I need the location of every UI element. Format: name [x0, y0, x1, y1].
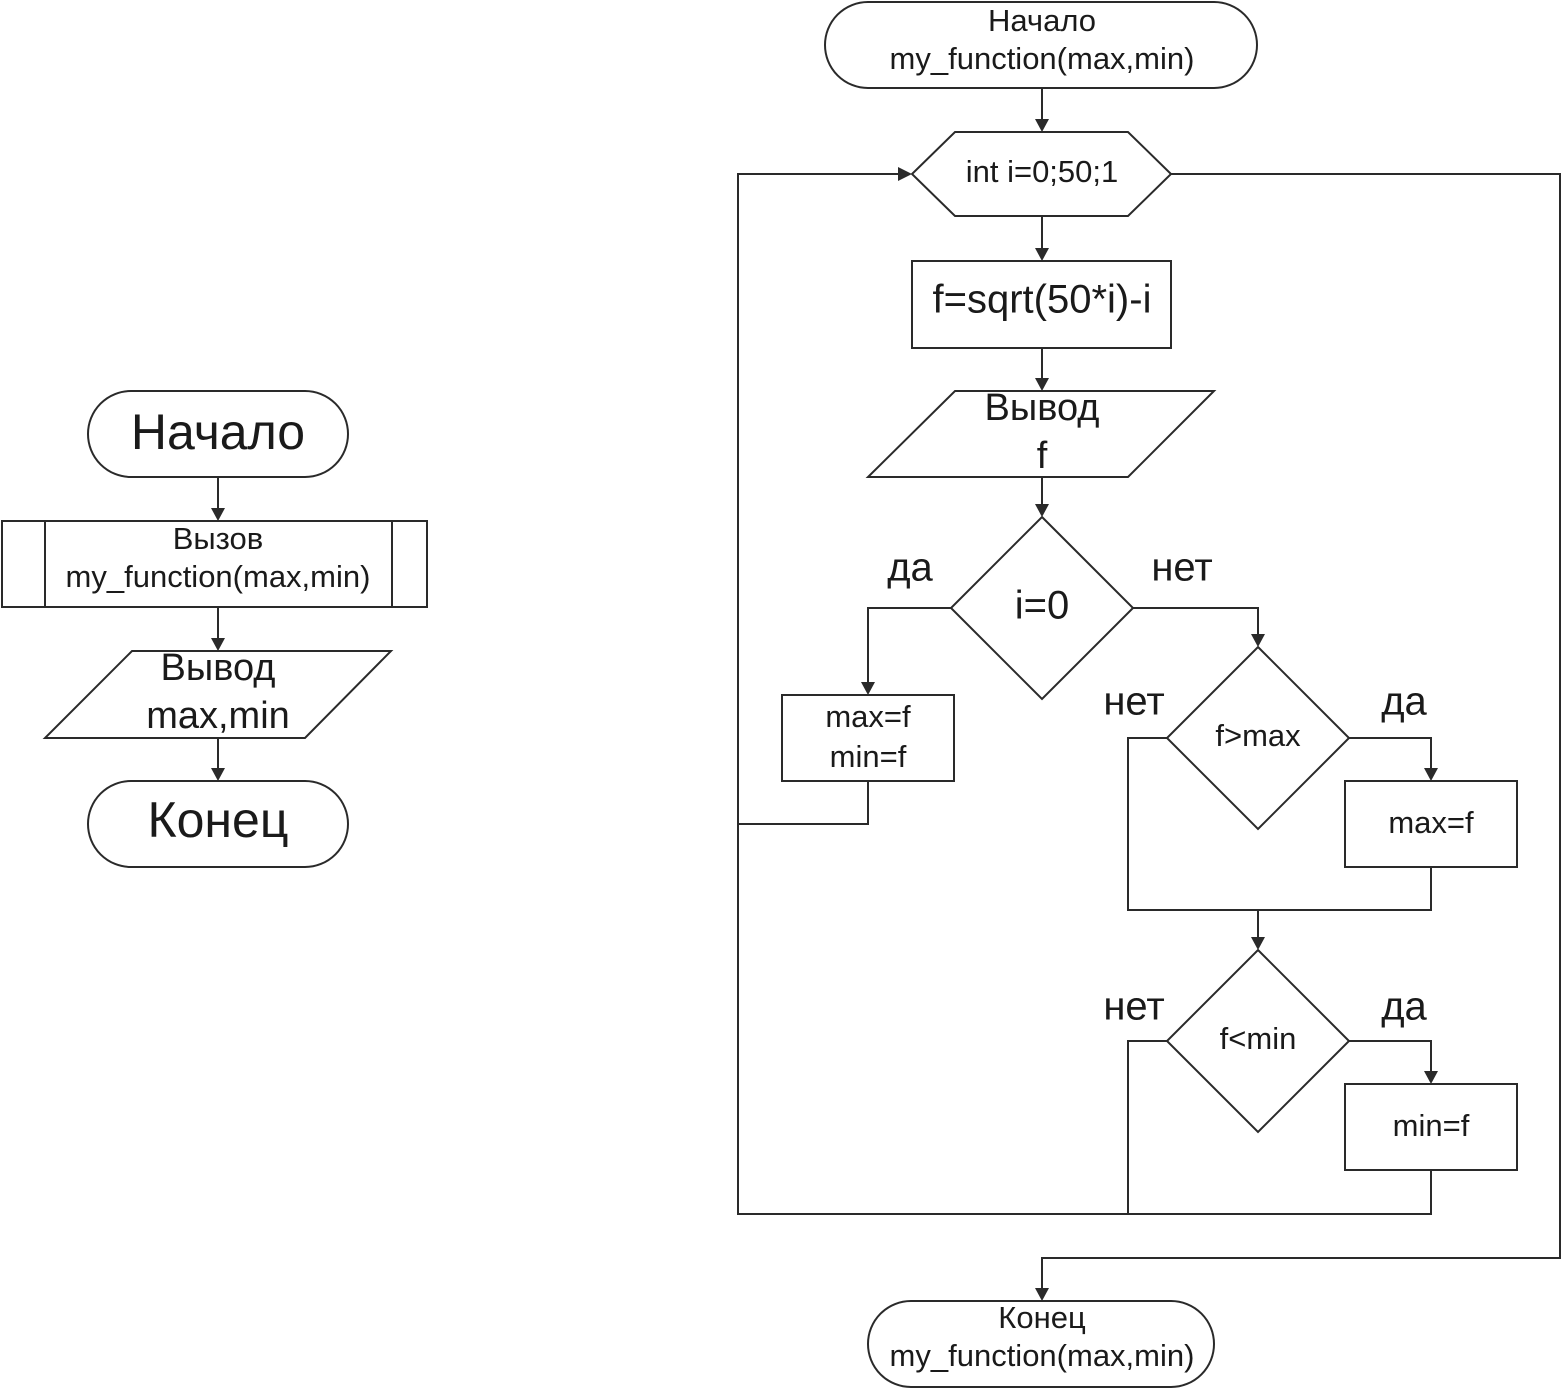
func-decision-i0-yes: да	[887, 546, 933, 590]
func-assign-max-label: max=f	[1388, 805, 1474, 840]
func-start-label-1: Начало	[988, 3, 1096, 38]
arrowhead	[1424, 1071, 1438, 1084]
func-decision-max-label: f>max	[1215, 718, 1301, 753]
func-end-terminator	[867, 1300, 1215, 1388]
func-init-label-2: min=f	[830, 739, 907, 774]
loop-back-connector	[738, 781, 869, 825]
func-end-label-1: Конец	[998, 1300, 1086, 1335]
connector	[867, 607, 951, 684]
loop-exit-connector	[1041, 173, 1561, 1290]
func-output-label-1: Вывод	[985, 387, 1100, 429]
func-compute-label: f=sqrt(50*i)-i	[933, 278, 1152, 322]
main-flow: Начало Вызов my_function(max,min) Вывод …	[1, 390, 428, 868]
connector	[1349, 737, 1432, 770]
arrowhead	[861, 682, 875, 695]
func-decision-max-yes: да	[1381, 680, 1427, 724]
main-call-label-2: my_function(max,min)	[66, 559, 371, 594]
arrowhead	[1035, 1288, 1049, 1301]
func-end-label-2: my_function(max,min)	[890, 1338, 1195, 1373]
func-output	[865, 390, 1217, 478]
func-decision-i0	[949, 515, 1135, 701]
func-decision-min-no: нет	[1103, 985, 1164, 1029]
func-decision-i0-label: i=0	[1015, 584, 1070, 628]
arrowhead	[1251, 634, 1265, 647]
main-output-label-2: max,min	[146, 695, 290, 737]
main-output-label-1: Вывод	[161, 647, 276, 689]
connector	[1127, 1040, 1167, 1214]
arrowhead	[1035, 504, 1049, 517]
main-end-label: Конец	[148, 792, 289, 848]
func-init-label-1: max=f	[825, 699, 911, 734]
arrowhead	[211, 768, 225, 781]
main-start-label: Начало	[131, 404, 305, 460]
connector	[1349, 1040, 1432, 1073]
func-decision-i0-no: нет	[1151, 546, 1212, 590]
func-output-label-2: f	[1037, 435, 1048, 477]
func-start-label-2: my_function(max,min)	[890, 41, 1195, 76]
arrowhead	[1035, 378, 1049, 391]
func-init-process	[781, 694, 955, 782]
connector	[1257, 867, 1432, 939]
connector	[1127, 737, 1258, 911]
arrowhead	[1035, 119, 1049, 132]
main-end-terminator	[87, 780, 349, 868]
main-call-label-1: Вызов	[173, 521, 264, 556]
main-call-process	[1, 520, 428, 608]
arrowhead	[1251, 937, 1265, 950]
main-output	[42, 650, 394, 739]
arrowhead	[1424, 768, 1438, 781]
func-decision-max	[1165, 645, 1351, 831]
connector	[1133, 607, 1259, 636]
func-decision-max-no: нет	[1103, 680, 1164, 724]
func-compute-process	[911, 260, 1172, 349]
loop-back-connector	[737, 173, 1432, 1215]
func-loop-label: int i=0;50;1	[966, 154, 1119, 189]
func-assign-min-label: min=f	[1393, 1108, 1470, 1143]
func-decision-min-label: f<min	[1220, 1021, 1297, 1056]
arrowhead	[211, 508, 225, 521]
func-assign-min	[1344, 1083, 1518, 1171]
func-decision-min	[1165, 948, 1351, 1134]
arrowhead	[898, 167, 912, 181]
function-flow: Начало my_function(max,min) int i=0;50;1…	[737, 1, 1561, 1388]
arrowhead	[1035, 248, 1049, 261]
func-decision-min-yes: да	[1381, 985, 1427, 1029]
arrowhead	[211, 638, 225, 651]
